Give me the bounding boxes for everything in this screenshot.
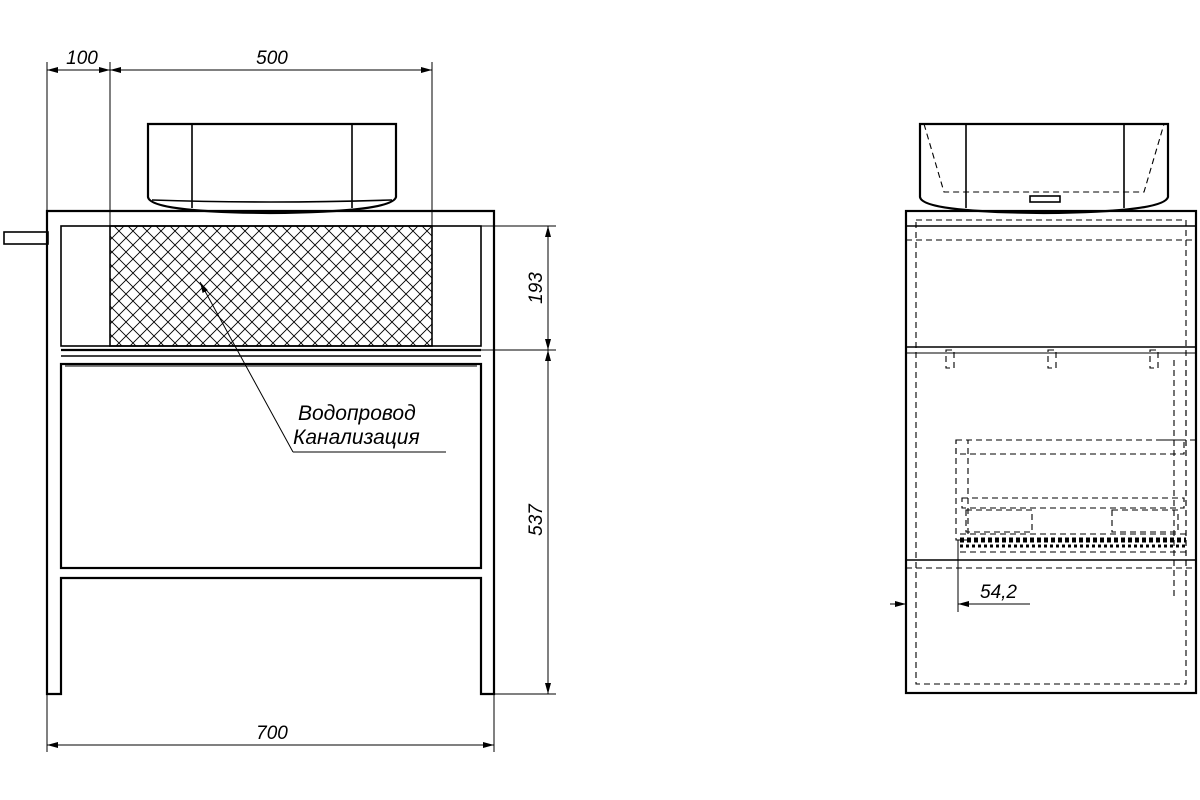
dimension-setback: 54,2 [890, 582, 1030, 607]
dimension-side-offset-label: 100 [66, 48, 98, 69]
front-basin [146, 122, 398, 215]
dimension-top-section: 193 [526, 226, 551, 350]
front-cabinet-frame [45, 209, 496, 696]
dimension-overall-width: 700 [47, 723, 494, 748]
callout-sewage: Канализация [293, 426, 420, 449]
dimension-top-section-label: 193 [526, 272, 547, 304]
side-cabinet [904, 209, 1198, 695]
dimension-drawer-section-label: 537 [526, 503, 547, 536]
plumbing-zone-hatch [109, 225, 433, 347]
front-pipe-stub [3, 231, 49, 245]
callout-water-supply: Водопровод [298, 402, 416, 425]
dimension-setback-label: 54,2 [980, 582, 1017, 603]
side-view: 54,2 [890, 122, 1198, 695]
side-basin [918, 122, 1170, 215]
front-drawer [59, 362, 483, 570]
dimension-side-offset: 100 [47, 48, 110, 73]
dimension-basin-width: 500 [110, 48, 432, 73]
front-view: 100 500 193 537 700 [3, 48, 556, 752]
dimension-overall-width-label: 700 [256, 723, 288, 744]
dimension-drawer-section: 537 [526, 350, 551, 694]
side-drawer-internals [955, 360, 1196, 600]
utilities-callout: Водопровод Канализация [199, 281, 446, 453]
dimension-basin-width-label: 500 [256, 48, 288, 69]
